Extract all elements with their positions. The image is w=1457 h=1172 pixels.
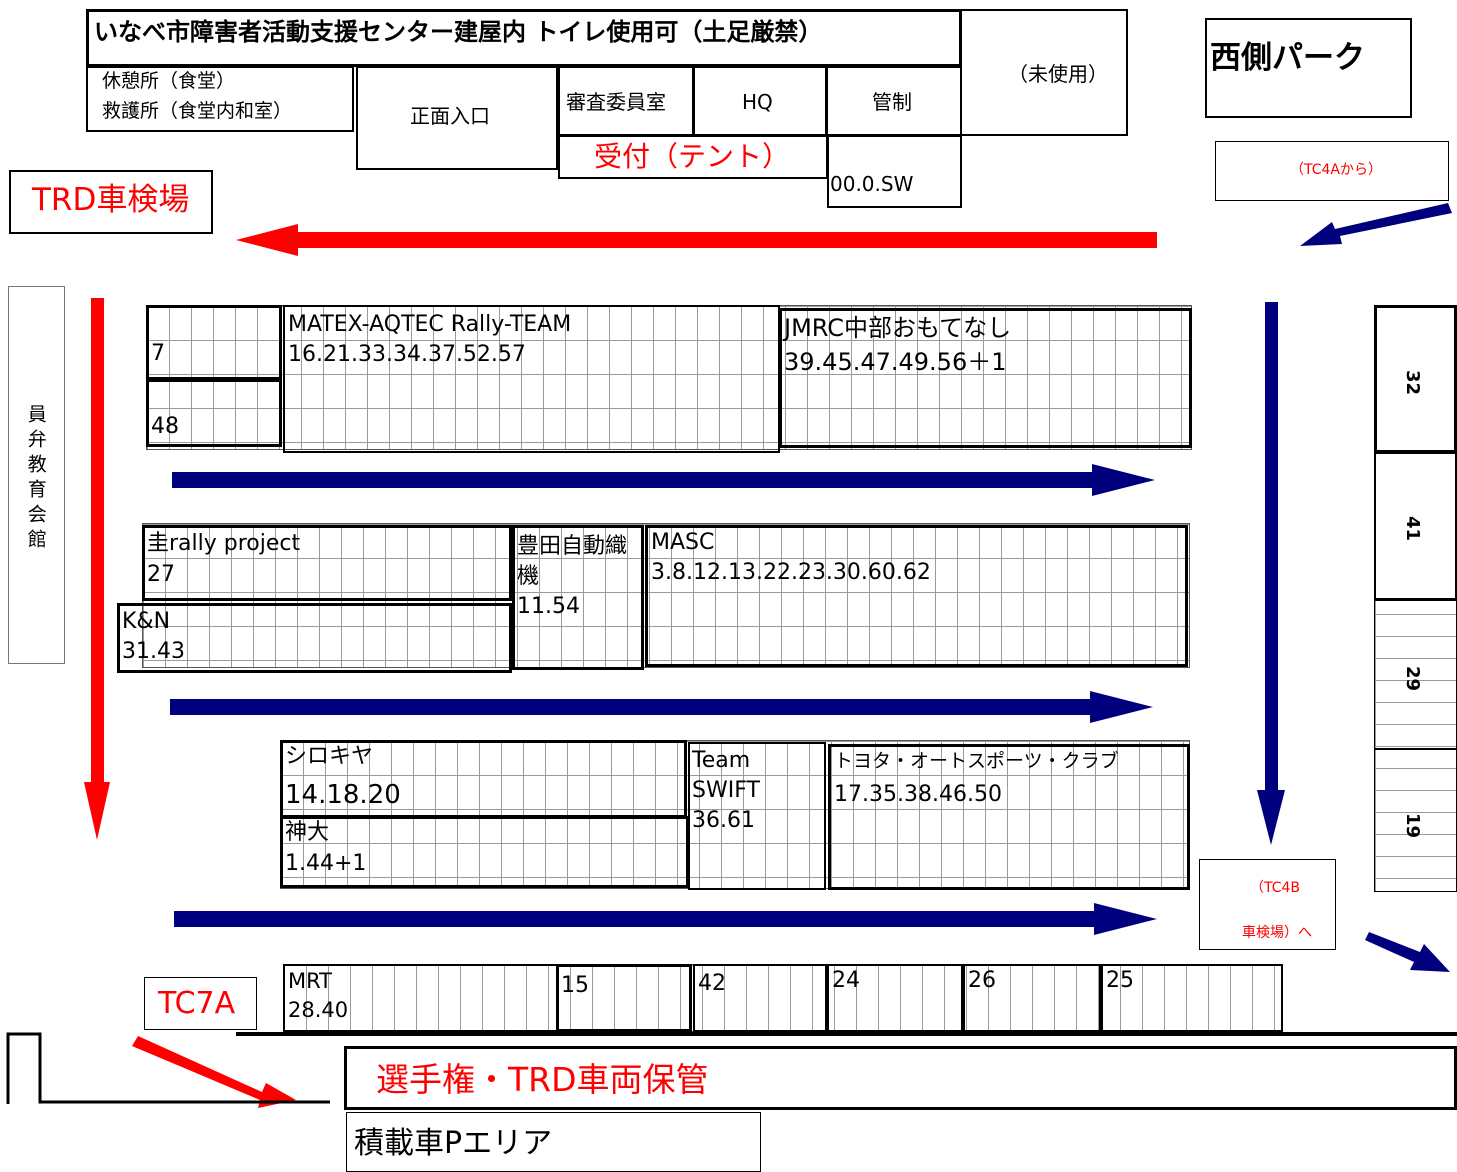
slot-26-box (963, 964, 1101, 1032)
toyoda-name-2: 機 (517, 564, 540, 589)
red-arrow-tc7a (132, 1036, 296, 1108)
slot-25-label: 25 (1106, 968, 1134, 993)
toyota-numbers: 17.35.38.46.50 (834, 782, 1002, 807)
loader-area-label: 積載車Pエリア (354, 1126, 553, 1161)
tc4b-label-1: （TC4B (1250, 880, 1301, 896)
kn-box (117, 603, 512, 673)
tc4b-box (1199, 859, 1336, 950)
team-48-label: 48 (151, 414, 179, 439)
blue-arrow-row3 (174, 903, 1157, 935)
parking-grid-row2 (142, 523, 1190, 668)
hq-label: HQ (742, 90, 773, 114)
masc-box (645, 525, 1188, 667)
slot-41-box (1374, 452, 1457, 600)
swift-numbers: 36.61 (692, 808, 755, 833)
trd-inspection-box (9, 170, 213, 234)
slot-29-label: 29 (1402, 665, 1424, 692)
toyoda-box (512, 525, 644, 670)
slot-25-box (1101, 964, 1283, 1032)
slot-24-box (827, 964, 963, 1032)
reception-box (558, 135, 828, 179)
control-label: 管制 (872, 90, 912, 114)
mrt-name: MRT (288, 969, 333, 993)
slot-15-label: 15 (561, 973, 589, 998)
slot-26-label: 26 (968, 968, 996, 993)
west-park-label: 西側パーク (1210, 40, 1365, 76)
kn-name: K&N (122, 609, 171, 634)
team-48-box (146, 379, 282, 447)
red-arrow-top (236, 224, 1157, 256)
kn-numbers: 31.43 (122, 639, 185, 664)
slot-19-label: 19 (1402, 812, 1424, 839)
blue-arrow-row2 (170, 691, 1153, 723)
toyoda-name-1: 豊田自動織 (517, 534, 628, 559)
first-aid-label: 救護所（食堂内和室） (102, 100, 293, 122)
masc-numbers: 3.8.12.13.22.23.30.60.62 (651, 560, 931, 585)
slot-32-box (1374, 305, 1457, 453)
building-box (86, 9, 962, 67)
trd-inspection-label: TRD車検場 (32, 182, 190, 218)
kei-box (142, 525, 512, 601)
jmrc-name: JMRC中部おもてなし (784, 314, 1012, 342)
entrance-box (356, 66, 558, 170)
start-switch-box (827, 135, 962, 208)
masc-name: MASC (651, 530, 715, 555)
slot-42-box (693, 964, 827, 1032)
west-park-box (1205, 18, 1412, 118)
lower-left-boundary (6, 1032, 330, 1104)
kei-name: 圭rally project (147, 531, 301, 556)
red-arrow-left (84, 298, 110, 840)
blue-arrow-row1 (172, 464, 1155, 496)
building-label: いなべ市障害者活動支援センター建屋内 トイレ使用可（土足厳禁） (94, 18, 823, 46)
slot-42-label: 42 (698, 971, 726, 996)
mrt-numbers: 28.40 (288, 998, 349, 1022)
swift-box (688, 742, 826, 890)
start-switch-label: 00.0.SW (830, 172, 914, 196)
judges-room-label: 審査委員室 (566, 90, 666, 114)
tc7a-label: TC7A (158, 986, 236, 1021)
toyoda-numbers: 11.54 (517, 594, 580, 619)
team-7-box (146, 305, 282, 380)
unused-label: （未使用） (1008, 62, 1108, 86)
parc-ferme-box (344, 1046, 1457, 1110)
toyota-box (828, 744, 1190, 890)
jmrc-numbers: 39.45.47.49.56＋1 (784, 348, 1007, 376)
kei-numbers: 27 (147, 562, 175, 587)
tc7a-box (144, 977, 257, 1030)
slot-41-label: 41 (1402, 515, 1424, 542)
swift-name-1: Team (692, 748, 751, 773)
jmrc-box (779, 308, 1192, 448)
team-7-label: 7 (151, 341, 165, 366)
reception-label: 受付（テント） (594, 140, 791, 173)
unused-box (960, 9, 1128, 136)
shindai-name: 神大 (285, 820, 330, 845)
slot-24-label: 24 (832, 968, 860, 993)
rest-area-box (86, 66, 354, 132)
parking-grid-row3 (280, 740, 1190, 889)
slot-15-box (556, 964, 692, 1032)
blue-arrow-right (1257, 302, 1285, 845)
tc4b-label-2: 車検場）へ (1242, 925, 1312, 941)
shiro-numbers: 14.18.20 (285, 780, 401, 810)
shindai-numbers: 1.44+1 (285, 851, 367, 876)
side-building-box (8, 286, 65, 664)
swift-name-2: SWIFT (692, 778, 760, 803)
rest-area-label: 休憩所（食堂） (102, 70, 236, 92)
parc-ferme-label: 選手権・TRD車両保管 (376, 1060, 709, 1099)
matex-numbers: 16.21.33.34.37.52.57 (288, 342, 526, 367)
shiro-name: シロキヤ (285, 744, 374, 769)
slot-32-label: 32 (1402, 369, 1424, 396)
from-tc4a-box (1215, 141, 1449, 201)
blue-arrow-tc4b (1365, 932, 1450, 972)
toyota-name: トヨタ・オートスポーツ・クラブ (834, 750, 1119, 772)
shindai-box (280, 816, 689, 888)
matex-name: MATEX-AQTEC Rally-TEAM (288, 312, 572, 337)
entrance-label: 正面入口 (410, 104, 490, 128)
blue-arrow-tc4a (1300, 203, 1452, 246)
parking-grid-row1 (146, 305, 1192, 450)
loader-area-box (346, 1112, 761, 1172)
side-building-label: 員弁教育会館 (24, 404, 47, 554)
from-tc4a-label: （TC4Aから） (1290, 162, 1382, 178)
